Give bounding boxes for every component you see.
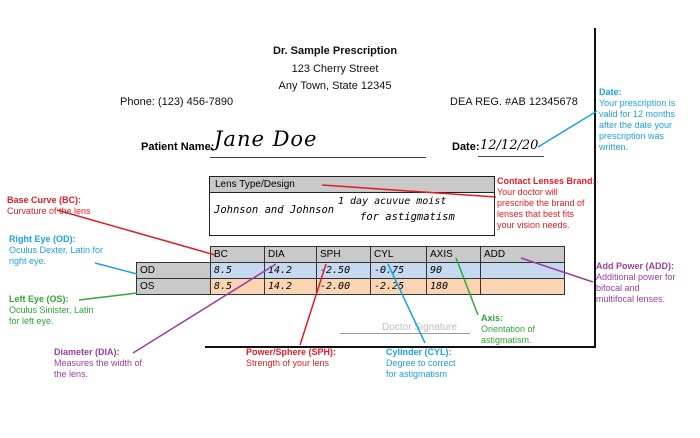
table-row: OS 8.5 14.2 -2.00 -2.25 180 [136, 278, 565, 295]
table-header-row: BC DIA SPH CYL AXIS ADD [137, 246, 565, 263]
annotation-text: astigmatism. [481, 335, 532, 345]
table-cell: -2.00 [316, 278, 371, 295]
table-cell: 14.2 [264, 278, 317, 295]
annotation-text: Your doctor will [497, 187, 558, 197]
date-value: 12/12/20 [480, 138, 539, 153]
annotation-title: Left Eye (OS): [9, 294, 69, 304]
annotation-text: prescribe the brand of [497, 198, 585, 208]
leader-line-cyl [387, 263, 426, 344]
table-cell: 14.2 [264, 262, 317, 279]
lens-product-line-2: for astigmatism [360, 211, 455, 223]
annotation-text: valid for 12 months [599, 109, 676, 119]
eye-label: OS [136, 278, 211, 295]
leader-line-date [537, 110, 598, 148]
column-header: ADD [480, 246, 565, 263]
table-cell: 180 [426, 278, 481, 295]
prescription-title: Dr. Sample Prescription [272, 45, 398, 57]
column-header: SPH [316, 246, 371, 263]
annotation-title: Date: [599, 87, 622, 97]
annotation-axis: Axis: Orientation of astigmatism. [481, 313, 561, 346]
signature-label: Doctor Signature [382, 322, 458, 333]
annotation-text: bifocal and [596, 283, 640, 293]
leader-line-brand [321, 184, 497, 198]
table-cell: -0.75 [370, 262, 427, 279]
annotation-text: right eye. [9, 256, 47, 266]
lens-brand: Johnson and Johnson [214, 204, 335, 216]
annotation-text: your vision needs. [497, 220, 570, 230]
annotation-base-curve: Base Curve (BC): Curvature of the lens [7, 195, 137, 217]
patient-name-value: Jane Doe [214, 127, 318, 151]
annotation-title: Power/Sphere (SPH): [246, 347, 337, 357]
annotation-cylinder: Cylinder (CYL): Degree to correct for as… [386, 347, 486, 380]
annotation-text: Degree to correct [386, 358, 456, 368]
column-header: BC [210, 246, 265, 263]
prescription-table: BC DIA SPH CYL AXIS ADD OD 8.5 14.2 -2.5… [136, 246, 565, 295]
phone-number: Phone: (123) 456-7890 [120, 96, 234, 108]
address-line-2: Any Town, State 12345 [278, 80, 392, 92]
table-cell [480, 278, 565, 295]
lens-type-header: Lens Type/Design [210, 177, 494, 193]
annotation-diameter: Diameter (DIA): Measures the width of th… [54, 347, 174, 380]
document-right-border [594, 28, 596, 346]
table-cell: 8.5 [210, 278, 265, 295]
dea-registration: DEA REG. #AB 12345678 [450, 96, 578, 108]
annotation-title: Diameter (DIA): [54, 347, 120, 357]
annotation-title: Add Power (ADD): [596, 261, 674, 271]
lens-product-line-1: 1 day acuvue moist [338, 196, 447, 207]
annotation-text: Oculus Sinister, Latin [9, 305, 94, 315]
leader-line-add [520, 257, 594, 283]
annotation-text: Your prescription is [599, 98, 676, 108]
patient-name-underline [210, 157, 426, 158]
leader-line-od [94, 262, 138, 275]
patient-name-label: Patient Name: [141, 141, 215, 153]
annotation-text: for astigmatism [386, 369, 448, 379]
annotation-text: after the date your [599, 120, 673, 130]
annotation-text: Curvature of the lens [7, 206, 91, 216]
table-cell: 90 [426, 262, 481, 279]
annotation-title: Axis: [481, 313, 504, 323]
leader-line-bc [56, 209, 216, 256]
eye-label: OD [136, 262, 211, 279]
annotation-text: written. [599, 142, 629, 152]
annotation-text: the lens. [54, 369, 89, 379]
annotation-title: Base Curve (BC): [7, 195, 82, 205]
annotation-text: lenses that best fits [497, 209, 575, 219]
annotation-brand: Contact Lenses Brand: Your doctor will p… [497, 176, 597, 231]
lens-type-box [209, 176, 495, 236]
table-cell: 8.5 [210, 262, 265, 279]
annotation-add-power: Add Power (ADD): Additional power for bi… [596, 261, 696, 305]
leader-line-axis [455, 257, 479, 316]
date-label: Date: [452, 141, 480, 153]
column-header: CYL [370, 246, 427, 263]
date-underline [478, 156, 544, 157]
address-line-1: 123 Cherry Street [291, 63, 379, 75]
annotation-title: Right Eye (OD): [9, 234, 76, 244]
annotation-text: Oculus Dexter, Latin for [9, 245, 104, 255]
leader-line-sph [299, 263, 327, 346]
annotation-text: for left eye. [9, 316, 54, 326]
leader-line-os [78, 292, 138, 301]
annotation-left-eye: Left Eye (OS): Oculus Sinister, Latin fo… [9, 294, 119, 327]
annotation-power-sphere: Power/Sphere (SPH): Strength of your len… [246, 347, 366, 369]
annotation-text: Measures the width of [54, 358, 143, 368]
annotation-text: prescription was [599, 131, 665, 141]
annotation-title: Cylinder (CYL): [386, 347, 452, 357]
annotation-text: multifocal lenses. [596, 294, 666, 304]
signature-line [340, 333, 470, 334]
document-bottom-border [205, 346, 596, 348]
annotation-text: Strength of your lens [246, 358, 330, 368]
annotation-title: Contact Lenses Brand: [497, 176, 596, 186]
annotation-text: Additional power for [596, 272, 676, 282]
annotation-right-eye: Right Eye (OD): Oculus Dexter, Latin for… [9, 234, 119, 267]
leader-line-dia [132, 263, 277, 354]
annotation-text: Orientation of [481, 324, 536, 334]
annotation-date: Date: Your prescription is valid for 12 … [599, 87, 699, 153]
